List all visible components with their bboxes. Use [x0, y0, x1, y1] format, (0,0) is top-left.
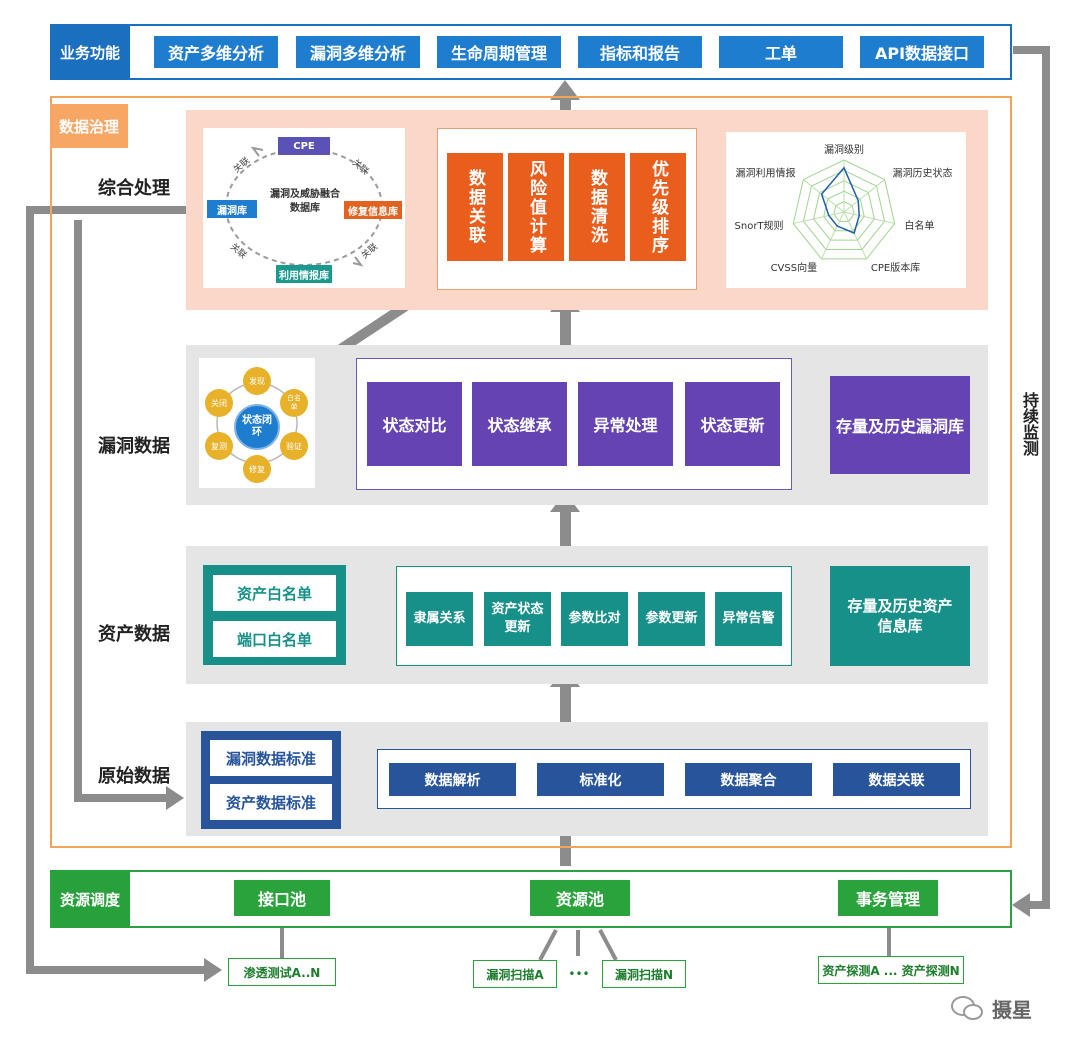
vuln-step-update: 状态更新: [685, 382, 780, 466]
business-item-reports[interactable]: 指标和报告: [578, 36, 702, 68]
radar-axis-line: [803, 179, 845, 213]
asset-label: 资产数据: [98, 624, 170, 645]
asset-step-alert: 异常告警: [715, 592, 782, 646]
radar-axis-line: [793, 211, 845, 225]
raw-step-aggregate: 数据聚合: [685, 763, 812, 796]
process-data-clean: 数据清洗: [569, 153, 625, 261]
asset-data-standard: 资产数据标准: [210, 784, 332, 820]
business-item-vuln-analysis[interactable]: 漏洞多维分析: [296, 36, 420, 68]
wechat-icon: [951, 996, 983, 1020]
asset-step-param-compare: 参数比对: [561, 592, 628, 646]
cycle-center: 状态闭环: [234, 404, 280, 450]
radar-axis-label: 漏洞历史状态: [892, 166, 952, 179]
scan-a-box: 漏洞扫描A: [473, 960, 557, 988]
pentest-box: 渗透测试A..N: [228, 958, 336, 986]
process-data-link: 数据关联: [447, 153, 503, 261]
radar-series: [820, 166, 860, 235]
asset-step-affiliation: 隶属关系: [406, 592, 473, 646]
governance-title: 数据治理: [50, 104, 128, 148]
ring-node-vulnlib: 漏洞库: [207, 200, 257, 218]
ring-node-repair: 修复信息库: [344, 201, 402, 219]
business-item-tickets[interactable]: 工单: [719, 36, 843, 68]
radar-grid-ring: [823, 190, 865, 232]
radar-axis-line: [820, 211, 845, 260]
resource-interface-pool[interactable]: 接口池: [234, 880, 330, 916]
raw-label: 原始数据: [98, 766, 170, 787]
business-item-api[interactable]: API数据接口: [860, 36, 984, 68]
radar-panel: 漏洞级别漏洞历史状态白名单 CPE版本库 CVSS向量 SnorT规则漏洞利用情报: [726, 132, 966, 288]
asset-whitelist: 资产白名单: [213, 575, 336, 611]
radar-axis-line: [843, 211, 868, 260]
port-whitelist: 端口白名单: [213, 621, 336, 657]
asset-step-status-update: 资产状态更新: [484, 592, 551, 646]
vuln-label: 漏洞数据: [98, 436, 170, 457]
raw-step-normalize: 标准化: [537, 763, 664, 796]
scan-n-box: 漏洞扫描N: [602, 960, 686, 988]
cycle-node-discover: 发现: [243, 367, 271, 395]
vuln-step-compare: 状态对比: [367, 382, 462, 466]
scan-ellipsis: •••: [568, 967, 590, 981]
asset-store: 存量及历史资产信息库: [830, 566, 970, 666]
radar-axis-label: 漏洞利用情报: [736, 166, 796, 179]
radar-grid-ring: [813, 180, 875, 241]
business-item-asset-analysis[interactable]: 资产多维分析: [154, 36, 278, 68]
ring-center-label: 漏洞及威胁融合数据库: [270, 189, 340, 214]
raw-step-correlate: 数据关联: [833, 763, 960, 796]
radar-axis-line: [843, 211, 895, 225]
radar-axis-label: SnorT规则: [735, 219, 784, 232]
governance-frame: [50, 96, 1012, 848]
vuln-step-inherit: 状态继承: [472, 382, 567, 466]
monitor-label: 持续监测: [1019, 388, 1039, 460]
cycle-node-verify: 验证: [280, 432, 308, 460]
cycle-node-fix: 修复: [243, 455, 271, 483]
watermark: 摄星: [950, 990, 1050, 1026]
resource-pool[interactable]: 资源池: [530, 880, 630, 916]
process-risk-calc: 风险值计算: [508, 153, 564, 261]
business-title: 业务功能: [50, 24, 130, 80]
radar-axis-label: 白名单: [904, 219, 934, 232]
vuln-data-standard: 漏洞数据标准: [210, 740, 332, 776]
vuln-store: 存量及历史漏洞库: [830, 376, 970, 474]
asset-step-param-update: 参数更新: [638, 592, 705, 646]
radar-axis-label: 漏洞级别: [824, 144, 864, 156]
resource-transaction-mgmt[interactable]: 事务管理: [838, 880, 938, 916]
vuln-step-exception: 异常处理: [578, 382, 673, 466]
cycle-node-retest: 复测: [205, 432, 233, 460]
asset-probe-box: 资产探测A ... 资产探测N: [818, 956, 964, 984]
ring-node-cpe: CPE: [278, 137, 330, 155]
radar-grid-ring: [802, 169, 886, 250]
resource-title: 资源调度: [50, 870, 130, 928]
ring-node-exploit: 利用情报库: [276, 265, 332, 283]
cycle-node-close: 关闭: [205, 389, 233, 417]
radar-grid-ring: [833, 201, 855, 222]
business-item-lifecycle[interactable]: 生命周期管理: [437, 36, 561, 68]
radar-axis-label: CPE版本库: [871, 261, 920, 274]
raw-step-parse: 数据解析: [389, 763, 516, 796]
radar-axis-label: CVSS向量: [771, 261, 818, 274]
integrated-label: 综合处理: [98, 178, 170, 199]
process-priority: 优先级排序: [630, 153, 686, 261]
radar-axis-line: [843, 179, 885, 213]
cycle-node-whitelist: 白名单: [280, 389, 308, 417]
radar-grid-ring: [792, 159, 896, 260]
